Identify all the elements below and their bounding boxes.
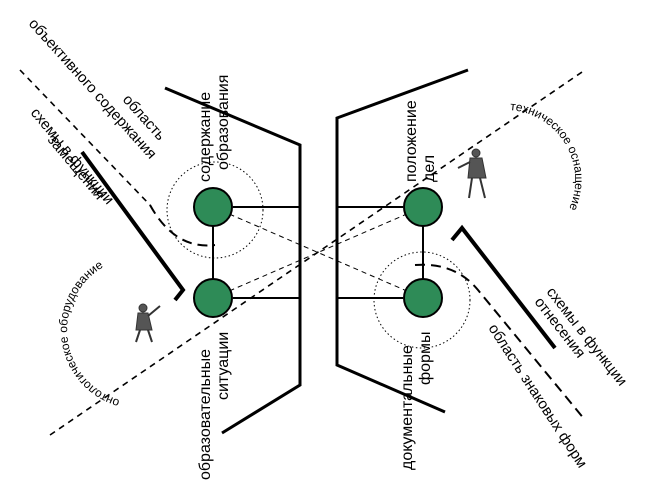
- cross-link-2: [212, 206, 424, 299]
- person-right-icon: [457, 148, 487, 199]
- dashed-line-upper-left: [19, 69, 151, 206]
- label-situations-line1: образовательные: [197, 349, 214, 480]
- dotted-circle-left: [166, 161, 264, 259]
- technical-arc-text: техническое оснащение: [510, 99, 587, 213]
- dashed-curve-objective: [149, 204, 216, 247]
- node-documents: [403, 278, 443, 318]
- node-state: [403, 187, 443, 227]
- label-substitution-line2: замещения: [44, 132, 108, 204]
- label-content-line2: образования: [215, 75, 232, 170]
- label-state-line1: положение: [403, 100, 420, 182]
- label-ontological-equipment: онтологическое оборудование: [56, 257, 121, 410]
- label-documents-line1: документальные: [399, 345, 416, 470]
- substitution-schema-line: [80, 150, 186, 302]
- node-content: [193, 187, 233, 227]
- label-documents-line2: формы: [417, 332, 434, 385]
- dashed-line-lower-left: [49, 69, 586, 436]
- label-situations-line2: ситуации: [215, 332, 232, 400]
- ontological-arc-text: онтологическое оборудование: [56, 257, 121, 410]
- node-situations: [193, 278, 233, 318]
- right-frame: [335, 68, 469, 414]
- relation-schema-line: [450, 224, 557, 350]
- label-relation-line1: схемы в функции: [543, 284, 631, 389]
- dotted-circle-right: [373, 251, 471, 349]
- left-frame: [164, 86, 302, 435]
- cross-link-1: [212, 206, 424, 299]
- label-content-line1: содержание: [197, 92, 214, 182]
- label-technical-equipment: техническое оснащение: [510, 99, 587, 213]
- person-left-icon: [135, 303, 161, 343]
- label-state-line2: дел: [421, 155, 438, 182]
